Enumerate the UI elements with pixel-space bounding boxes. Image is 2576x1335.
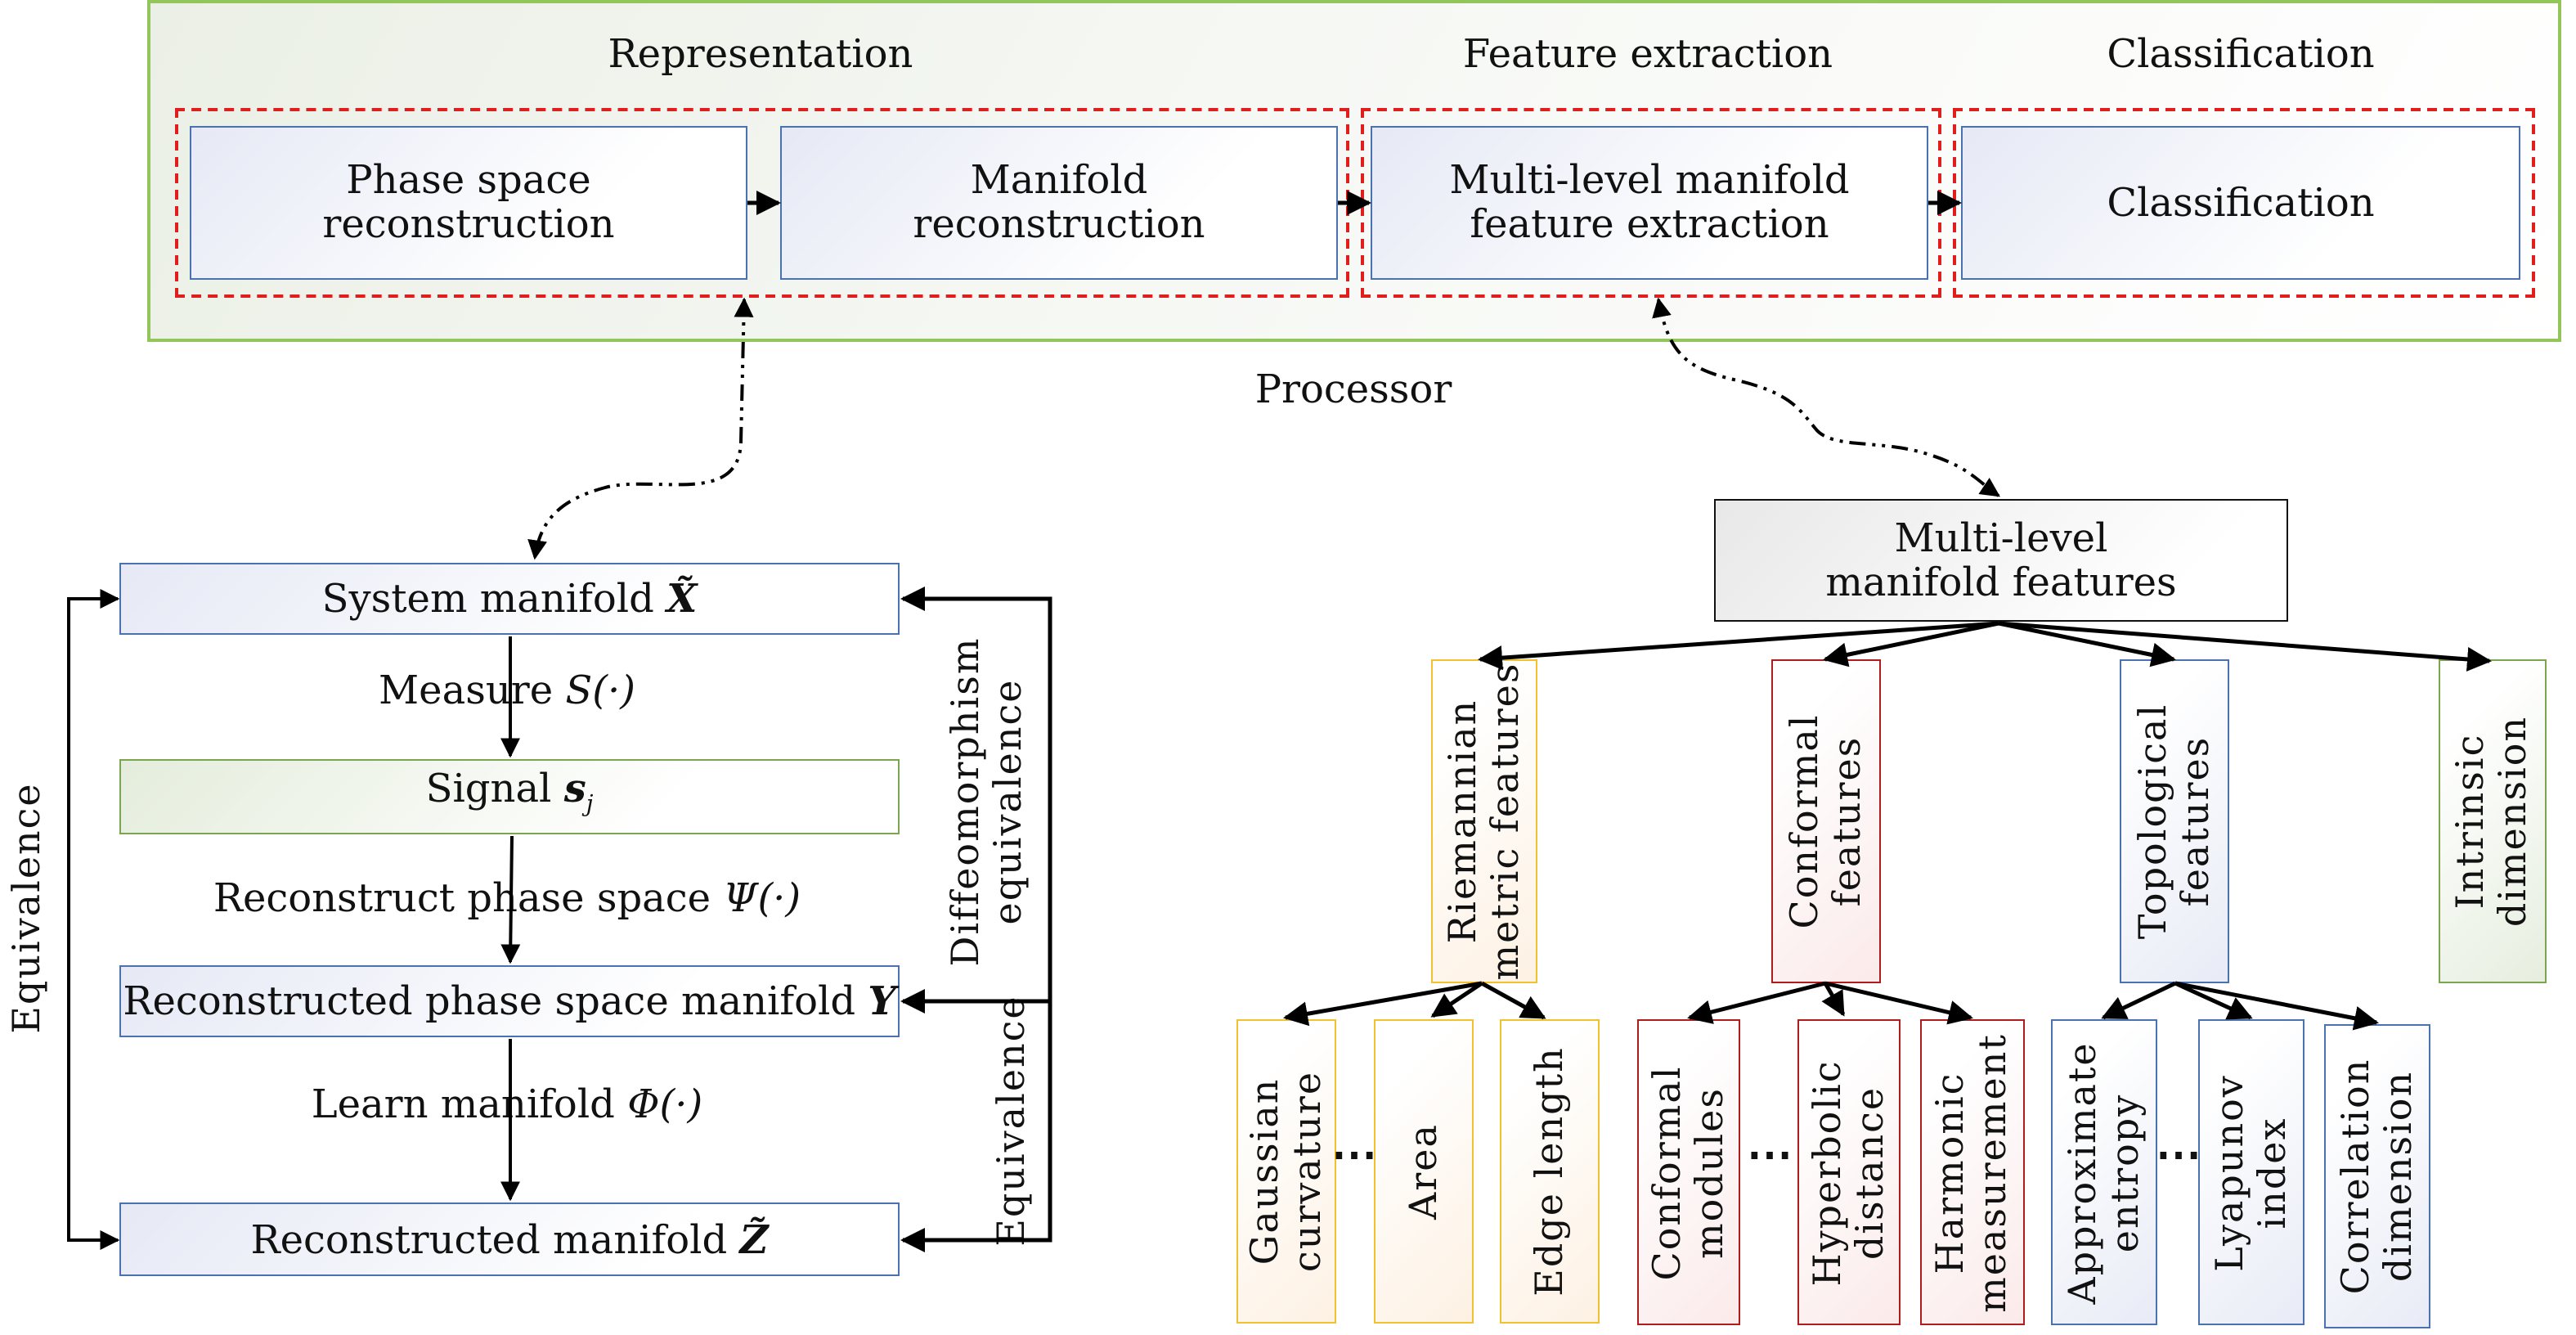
bracket-right (903, 596, 1052, 1243)
step-line: reconstruction (913, 201, 1205, 247)
symbol-x-tilde: X̃ (666, 574, 698, 622)
edge-label-fn: S(·) (565, 668, 635, 713)
step-line: reconstruction (322, 201, 615, 247)
arrow-conformal-to-harmonic (1824, 981, 1973, 1025)
arrow-topological-to-correlation (2174, 981, 2379, 1031)
arrow-conformal-to-hyperbolic (1821, 982, 1846, 1017)
ellipsis-topological: ⋯ (2156, 1127, 2201, 1181)
step-line: Manifold (970, 157, 1148, 203)
step-line: Classification (2107, 179, 2375, 225)
root-line2: manifold features (1825, 559, 2177, 605)
edge-label-fn: Φ(·) (627, 1081, 703, 1127)
edge-label-text: Reconstruct phase space (213, 875, 724, 921)
arrow-conformal-to-modules (1687, 981, 1826, 1024)
step-line: Multi-level manifold (1449, 157, 1850, 203)
section-label-feature-extraction: Feature extraction (1462, 31, 1833, 77)
arrow-riemannian-to-edge (1480, 981, 1546, 1020)
edge-label-measure: Measure S(·) (343, 668, 671, 713)
ellipsis-riemannian: ⋯ (1331, 1127, 1377, 1181)
node-text: Reconstructed phase space manifold (123, 978, 868, 1024)
symbol-s: s (563, 764, 586, 812)
arrow-riemannian-to-gaussian (1283, 981, 1483, 1027)
processor-caption: Processor (1254, 366, 1452, 412)
symbol-y: Y (868, 977, 896, 1024)
node-signal[interactable]: Signal sj (119, 759, 900, 834)
leaf-edge-length[interactable]: Edge length (1500, 1019, 1600, 1324)
node-reconstructed-manifold[interactable]: Reconstructed manifold Z̃ (119, 1202, 900, 1276)
node-text: Signal (425, 766, 564, 812)
section-label-classification: Classification (2107, 31, 2375, 77)
link-representation-system-manifold (527, 297, 754, 560)
arrow-topological-to-lyapunov (2174, 981, 2253, 1020)
edge-label-learn: Learn manifold Φ(·) (278, 1081, 736, 1127)
subscript-j: j (586, 791, 594, 818)
arrow-root-to-topological (1998, 621, 2176, 668)
node-text: System manifold (321, 576, 667, 622)
node-system-manifold[interactable]: System manifold X̃ (119, 563, 900, 635)
edge-label-fn: Ψ(·) (723, 875, 801, 921)
edge-label-text: Learn manifold (311, 1081, 628, 1127)
arrow-root-to-conformal (1823, 621, 1999, 668)
ellipsis-conformal: ⋯ (1747, 1127, 1793, 1181)
edge-label-reconstruct: Reconstruct phase space Ψ(·) (196, 875, 818, 921)
arrow-topological-to-entropy (2101, 981, 2177, 1020)
step-line: Phase space (346, 157, 591, 203)
arrow-signal-to-phase (500, 835, 521, 964)
edge-label-text: Measure (379, 668, 566, 713)
step-line: feature extraction (1470, 201, 1829, 247)
step-classification[interactable]: Classification (1961, 126, 2520, 280)
section-label-representation: Representation (608, 31, 913, 77)
leaf-area[interactable]: Area (1374, 1019, 1474, 1324)
bracket-equivalence-left (67, 597, 118, 1242)
node-text: Reconstructed manifold (250, 1216, 740, 1262)
root-line1: Multi-level (1894, 515, 2108, 560)
link-feature-extraction-tree (1652, 297, 2000, 497)
node-reconstructed-phase-space-manifold[interactable]: Reconstructed phase space manifold Y (119, 965, 900, 1037)
arrow-root-to-riemannian (1478, 621, 1999, 671)
symbol-z-tilde: Z̃ (739, 1215, 769, 1262)
arrow-root-to-intrinsic (1998, 621, 2492, 672)
arrow-riemannian-to-area (1430, 981, 1483, 1018)
